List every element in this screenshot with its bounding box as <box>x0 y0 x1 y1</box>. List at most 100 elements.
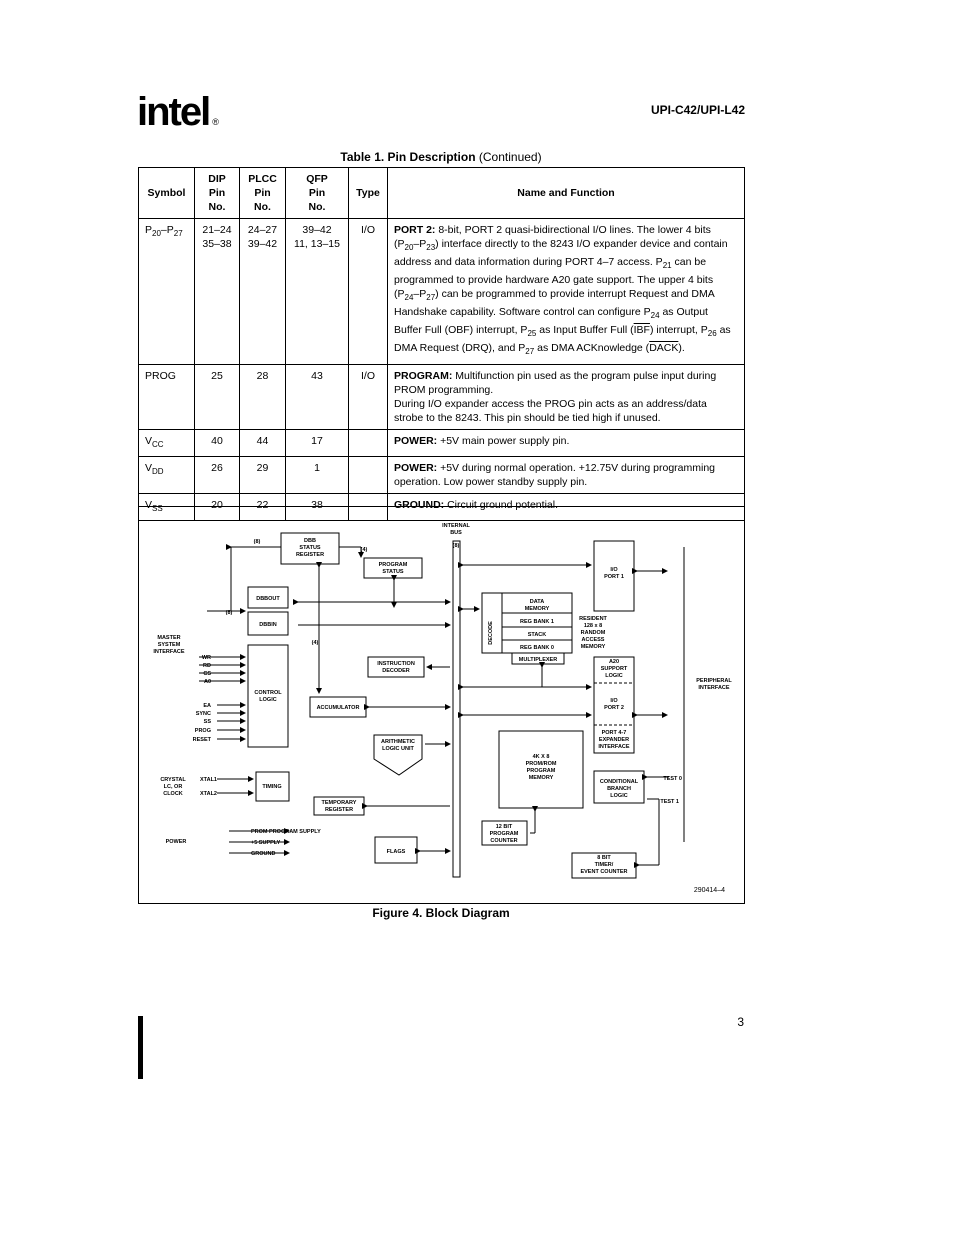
instruction-decoder-label-2: DECODER <box>382 668 410 674</box>
pin-test0: TEST 0 <box>663 776 682 782</box>
program-counter-label-2: PROGRAM <box>490 831 519 837</box>
stack-label: STACK <box>528 632 547 638</box>
port2-group-box <box>593 656 635 754</box>
resident-ram-label-5: MEMORY <box>581 644 606 650</box>
bus-width-label: (8) <box>453 543 460 549</box>
col-symbol: Symbol <box>138 167 195 219</box>
intel-logo: intel® <box>137 90 219 134</box>
prom-label-2: PROM/ROM <box>526 761 557 767</box>
type-cell <box>348 428 388 457</box>
supply-ground: GROUND <box>251 851 275 857</box>
prom-label-3: PROGRAM <box>527 768 556 774</box>
cond-branch-box <box>593 770 645 804</box>
supply-prom: PROM PROGRAM SUPPLY <box>251 829 321 835</box>
dbb-width-label: (8) <box>254 539 261 545</box>
io-port2-label: I/O <box>610 698 618 704</box>
pin-a0: A0 <box>204 679 211 685</box>
crystal-label-2: LC, OR <box>164 784 183 790</box>
prom-label-4: MEMORY <box>529 775 554 781</box>
pin-prog: PROG <box>195 728 211 734</box>
resident-ram-label-3: RANDOM <box>581 630 606 636</box>
internal-bus-label-2: BUS <box>450 530 462 536</box>
dbb-status-label-3: REGISTER <box>296 552 324 558</box>
dbb-status-label-2: STATUS <box>299 545 321 551</box>
instruction-decoder-box <box>367 656 425 678</box>
symbol-cell: P20–P27 <box>138 218 195 365</box>
dbbout-box <box>247 586 289 609</box>
a20-label-2: SUPPORT <box>601 666 628 672</box>
pin-test1: TEST 1 <box>660 799 679 805</box>
pin-xtal2: XTAL2 <box>200 791 217 797</box>
plcc-cell: 28 <box>239 363 286 430</box>
data-bus-width-label: (8) <box>226 610 233 616</box>
resident-ram-label-4: ACCESS <box>582 637 605 643</box>
cond-branch-label-3: LOGIC <box>610 793 627 799</box>
plcc-cell: 29 <box>239 455 286 494</box>
program-counter-label-3: COUNTER <box>490 838 517 844</box>
internal-bus-label: INTERNAL <box>442 523 470 529</box>
temp-register-label: TEMPORARY <box>322 800 357 806</box>
pin-ea: EA <box>203 703 211 709</box>
port47-label-3: INTERFACE <box>598 744 630 750</box>
crystal-label: CRYSTAL <box>160 777 186 783</box>
internal-bus-bar <box>452 540 461 878</box>
timing-label: TIMING <box>262 784 281 790</box>
power-label: POWER <box>166 839 187 845</box>
table-title: Table 1. Pin Description (Continued) <box>340 150 542 164</box>
dip-cell: 40 <box>194 428 240 457</box>
change-bar <box>138 1016 143 1079</box>
function-cell: PORT 2: 8-bit, PORT 2 quasi-bidirectiona… <box>387 218 745 365</box>
temp-register-label-2: REGISTER <box>325 807 353 813</box>
pin-wr: WR <box>202 655 211 661</box>
program-status-label: PROGRAM <box>379 562 408 568</box>
master-interface-label-3: INTERFACE <box>153 649 185 655</box>
reg-bank-0-label: REG BANK 0 <box>520 645 554 651</box>
page-number: 3 <box>737 1015 744 1029</box>
pin-ss: SS <box>204 719 212 725</box>
port47-label-2: EXPANDER <box>599 737 629 743</box>
flags-label: FLAGS <box>387 849 406 855</box>
function-cell: PROGRAM: Multifunction pin used as the p… <box>387 363 745 430</box>
alu-label-2: LOGIC UNIT <box>382 746 414 752</box>
col-name-function: Name and Function <box>387 167 745 219</box>
reg-bank-1-label: REG BANK 1 <box>520 619 554 625</box>
pin-sync: SYNC <box>196 711 211 717</box>
figure-number: 290414–4 <box>694 887 725 894</box>
timer-label-2: TIMER/ <box>595 862 614 868</box>
document-id: UPI-C42/UPI-L42 <box>650 103 745 117</box>
timer-label-3: EVENT COUNTER <box>580 869 627 875</box>
control-logic-box <box>247 644 289 748</box>
figure-caption: Figure 4. Block Diagram <box>372 906 510 920</box>
control-logic-label-2: LOGIC <box>259 697 276 703</box>
dbb-status-box <box>280 532 340 565</box>
timing-box <box>255 771 290 802</box>
type-cell: I/O <box>348 218 388 365</box>
cond-branch-label: CONDITIONAL <box>600 779 639 785</box>
master-interface-label-2: SYSTEM <box>158 642 181 648</box>
dip-cell: 25 <box>194 363 240 430</box>
symbol-cell: VDD <box>138 455 195 494</box>
alu-shape <box>373 734 423 776</box>
peripheral-interface-label: PERIPHERAL <box>696 678 732 684</box>
table-row-vcc: VCC 40 44 17 POWER: +5V main power suppl… <box>138 428 745 457</box>
multiplexer-box <box>511 652 565 665</box>
function-cell: POWER: +5V main power supply pin. <box>387 428 745 457</box>
io-port1-box <box>593 540 635 612</box>
pin-xtal1: XTAL1 <box>200 777 217 783</box>
program-status-box <box>363 557 423 579</box>
prom-box <box>498 730 584 809</box>
symbol-cell: PROG <box>138 363 195 430</box>
qfp-cell: 1 <box>285 455 349 494</box>
status-width-label: (4) <box>361 547 368 553</box>
instruction-decoder-label: INSTRUCTION <box>377 661 415 667</box>
a20-label: A20 <box>609 659 619 665</box>
pin-rd: RD <box>203 663 211 669</box>
pin-cs: CS <box>203 671 211 677</box>
io-port1-label: I/O <box>610 567 618 573</box>
block-diagram-svg: INTERNAL BUS (8) DBB STATUS REGISTER PRO… <box>153 523 732 894</box>
